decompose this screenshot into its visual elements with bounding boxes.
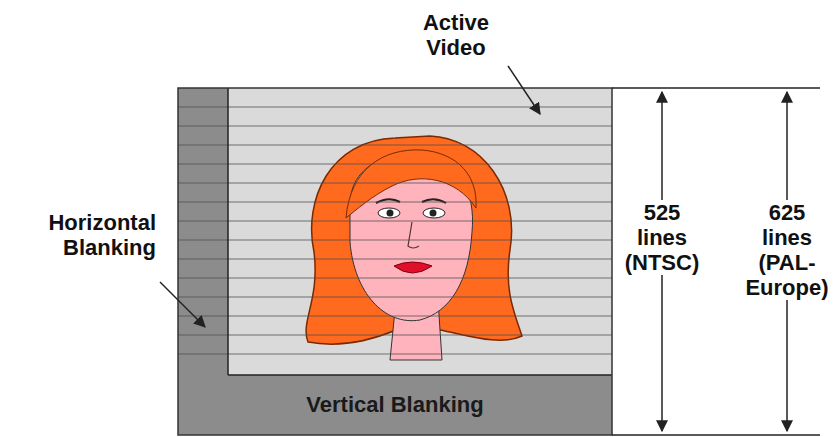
face-illustration xyxy=(306,136,522,360)
scan-lines xyxy=(178,107,612,354)
vertical-blanking-band: Vertical Blanking xyxy=(179,376,611,434)
callout-label: Active Video xyxy=(410,10,502,60)
blanking-ground xyxy=(178,88,612,435)
leader-arrow xyxy=(160,282,205,327)
band-label: Vertical Blanking xyxy=(306,392,483,418)
active-area xyxy=(228,88,612,375)
callout-label: Horizontal Blanking xyxy=(6,210,156,260)
dimension-label: 525 lines (NTSC) xyxy=(620,200,704,275)
leader-arrow xyxy=(508,66,540,114)
dimension-label: 625 lines (PAL-Europe) xyxy=(745,200,829,300)
raster-frame xyxy=(178,88,612,435)
